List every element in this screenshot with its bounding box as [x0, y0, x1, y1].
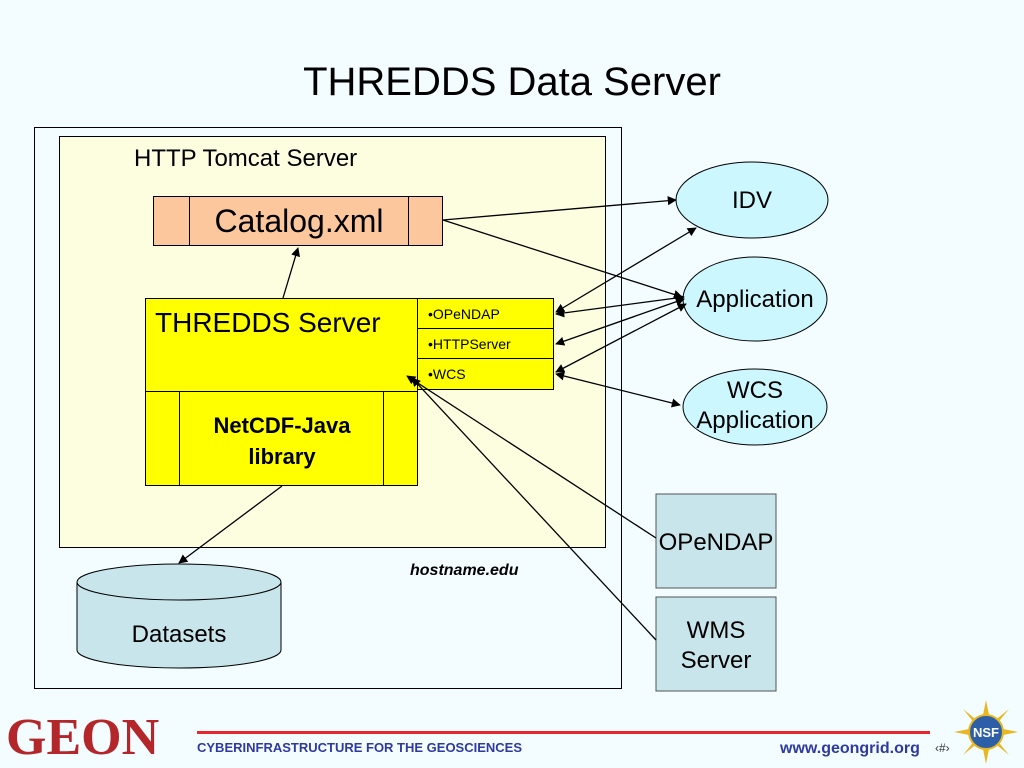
slide-title: THREDDS Data Server — [303, 60, 721, 104]
netcdf-java-label: NetCDF-Java library — [180, 410, 384, 472]
wms-server-box — [655, 596, 777, 692]
connectors — [178, 196, 697, 641]
netcdf-java-label-line2: library — [248, 444, 316, 469]
catalog-xml-label: Catalog.xml — [214, 203, 384, 239]
wms-server-label: WMS Server — [656, 616, 776, 676]
datasets-cylinder — [76, 563, 282, 669]
datasets-label: Datasets — [131, 621, 227, 648]
geon-logo: GEON — [6, 709, 159, 764]
netcdf-java-label-line1: NetCDF-Java — [213, 413, 351, 438]
tomcat-server-label: HTTP Tomcat Server — [134, 145, 358, 172]
services-box: •OPeNDAP •HTTPServer •WCS — [417, 298, 554, 390]
netcdf-divider-right — [383, 392, 384, 485]
footer-rule — [197, 731, 930, 734]
footer-page-number: ‹#› — [935, 741, 950, 755]
thredds-server-label: THREDDS Server — [155, 307, 381, 338]
host-boundary — [34, 127, 622, 689]
catalog-divider-right — [408, 197, 409, 245]
wms-server-line1: WMS — [686, 617, 746, 644]
idv-label: IDV — [731, 187, 772, 214]
wms-server-line2: Server — [680, 647, 752, 674]
nsf-logo: NSF — [954, 700, 1018, 764]
arrow-opendap-to-thredds — [406, 375, 657, 539]
footer-url: www.geongrid.org — [780, 740, 920, 757]
wcs-application-line2: Application — [696, 407, 814, 434]
arrow-wcs-application — [555, 371, 681, 408]
footer-tagline: CYBERINFRASTRUCTURE FOR THE GEOSCIENCES — [197, 740, 523, 755]
hostname-label: hostname.edu — [410, 562, 519, 579]
service-wcs: •WCS — [428, 366, 466, 382]
arrow-netcdf-to-datasets — [178, 485, 283, 564]
netcdf-divider-left — [179, 392, 180, 485]
nsf-logo-text: NSF — [973, 725, 999, 740]
arrow-catalog-to-idv — [442, 196, 677, 221]
arrow-wms-to-thredds — [411, 377, 657, 641]
thredds-server-box — [145, 298, 418, 392]
geon-logo-text: GEON — [6, 709, 159, 764]
wcs-application-line1: WCS — [727, 377, 783, 404]
wcs-application-ellipse — [682, 368, 828, 446]
service-opendap: •OPeNDAP — [418, 299, 553, 329]
netcdf-java-box — [145, 391, 418, 486]
arrow-thredds-to-catalog — [282, 247, 301, 299]
opendap-label: OPeNDAP — [658, 529, 774, 556]
arrow-application-wcs — [555, 303, 687, 373]
catalog-xml-box: Catalog.xml — [153, 196, 443, 246]
opendap-box — [655, 493, 777, 589]
service-httpserver: •HTTPServer — [418, 329, 553, 359]
wcs-application-label: WCS Application — [680, 376, 830, 436]
arrow-idv-opendap — [555, 227, 697, 313]
catalog-divider-left — [189, 197, 190, 245]
application-label: Application — [696, 286, 814, 313]
